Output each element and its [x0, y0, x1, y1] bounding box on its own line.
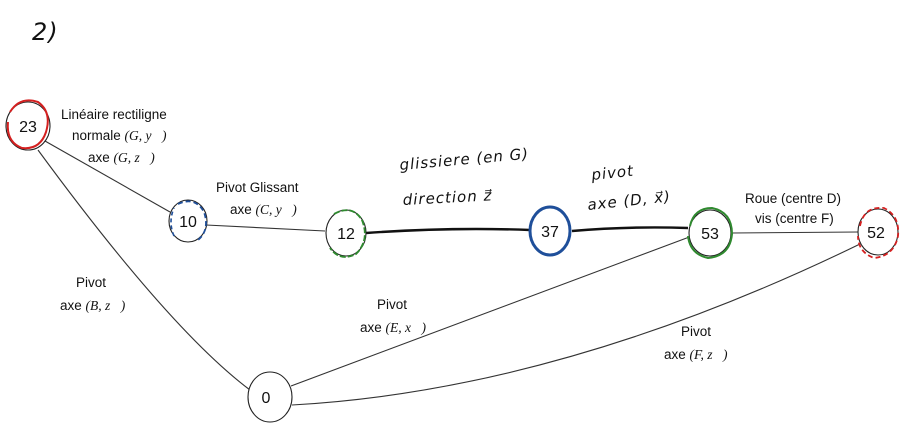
link-23-10-line3: axe (G, z⃗): [88, 150, 155, 165]
link-0-53-label: Pivot axe (E, x⃗): [360, 297, 427, 335]
question-number: 2): [32, 18, 59, 46]
edge-12-37: [365, 227, 531, 235]
link-10-12-line2: axe (C, y⃗): [230, 202, 297, 217]
link-0-52-line1: Pivot: [681, 324, 711, 339]
edge-0-52: [291, 243, 861, 406]
node-37: 37: [528, 205, 572, 257]
edge-37-53: [571, 226, 689, 233]
link-0-52-label: Pivot axe (F, z⃗): [664, 324, 728, 362]
link-37-53-handwritten: pivot axe (D, x⃗): [587, 162, 672, 214]
link-12-37-handwritten: glissiere (en G) direction z⃗: [399, 145, 530, 209]
link-23-0-label: Pivot axe (B, z⃗): [60, 275, 126, 313]
link-53-52-line2: vis (centre F): [755, 211, 834, 226]
node-10-label: 10: [179, 214, 197, 231]
node-53: 53: [687, 206, 734, 260]
link-23-10-line1: Linéaire rectiligne: [61, 107, 167, 122]
edge-53-52: [731, 231, 859, 234]
node-0: 0: [247, 371, 293, 423]
link-23-0-line2: axe (B, z⃗): [60, 298, 126, 313]
node-0-label: 0: [262, 390, 271, 407]
node-12-label: 12: [337, 226, 355, 243]
link-53-52-label: Roue (centre D) vis (centre F): [745, 191, 841, 226]
node-52-label: 52: [867, 225, 885, 242]
link-0-52-line2: axe (F, z⃗): [664, 347, 728, 362]
link-10-12-label: Pivot Glissant axe (C, y⃗): [216, 180, 299, 217]
link-12-37-line2: direction z⃗: [402, 186, 493, 209]
node-10: 10: [168, 199, 208, 243]
edge-23-0: [37, 149, 251, 391]
link-0-53-line1: Pivot: [377, 297, 407, 312]
edge-23-10: [44, 140, 171, 213]
link-53-52-line1: Roue (centre D): [745, 191, 841, 206]
link-23-10-line2: normale (G, y⃗): [72, 128, 167, 143]
link-37-53-line2: axe (D, x⃗): [587, 187, 672, 214]
edge-0-53: [290, 235, 693, 387]
link-23-10-label: Linéaire rectiligne normale (G, y⃗) axe …: [61, 107, 167, 165]
node-23-label: 23: [19, 119, 37, 136]
link-37-53-line1: pivot: [590, 162, 635, 184]
node-23: 23: [5, 99, 51, 151]
link-10-12-line1: Pivot Glissant: [216, 180, 299, 195]
link-12-37-line1: glissiere (en G): [399, 145, 530, 174]
node-12: 12: [325, 209, 367, 258]
edge-10-12: [205, 224, 326, 232]
link-0-53-line2: axe (E, x⃗): [360, 320, 427, 335]
node-52: 52: [857, 206, 900, 259]
node-53-label: 53: [701, 226, 719, 243]
link-23-0-line1: Pivot: [76, 275, 106, 290]
node-37-label: 37: [541, 224, 559, 241]
